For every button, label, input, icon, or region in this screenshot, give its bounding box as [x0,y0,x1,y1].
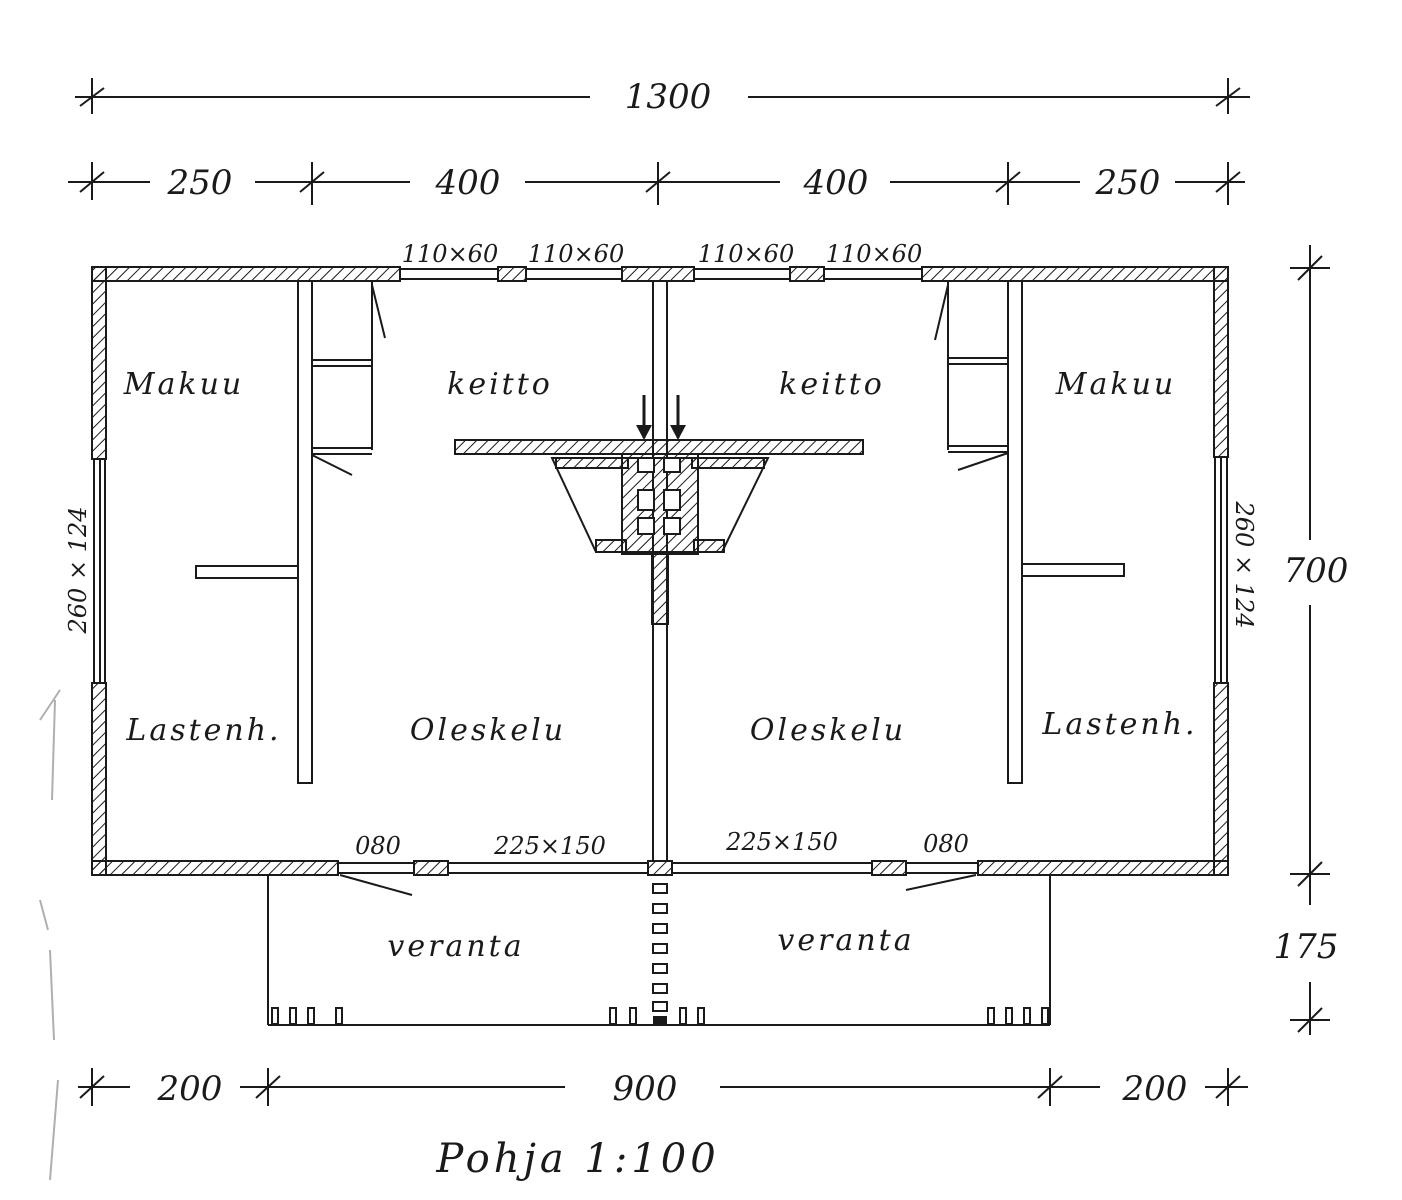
room-label-makuu-left: Makuu [123,367,244,402]
margin-marks [39,689,61,1181]
right-window [1214,457,1228,683]
window-label-bottom-1: 080 [355,832,401,860]
window-label-bottom-2: 225×150 [493,832,606,860]
window-label-right: 260 × 124 [1230,501,1258,629]
dimension-top-segment-2: 400 [435,163,501,203]
left-window [93,459,106,683]
room-label-veranta-right: veranta [777,923,914,958]
dimension-veranda-depth-label: 175 [1274,927,1339,967]
fireplace [454,395,864,625]
window-label-top-1: 110×60 [402,240,498,268]
room-label-oleskelu-right: Oleskelu [750,713,906,748]
room-label-oleskelu-left: Oleskelu [410,713,566,748]
outer-walls [91,266,1229,896]
dimension-bottom-segment-1: 200 [157,1069,223,1109]
room-label-lastenh-left: Lastenh. [125,713,281,748]
dimension-top-segment-3: 400 [803,163,869,203]
dimension-bottom-segment-2: 900 [613,1069,678,1109]
window-label-top-4: 110×60 [826,240,922,268]
window-label-bottom-4: 080 [923,830,969,858]
dimension-height: 700 [1284,245,1349,905]
room-label-keitto-right: keitto [779,367,885,402]
top-windows [400,268,922,280]
veranda-posts [271,1007,1049,1025]
room-label-lastenh-right: Lastenh. [1041,707,1197,742]
veranda-divider [652,883,668,1025]
dimension-bottom-segments: 200 900 200 [78,1068,1248,1109]
room-label-veranta-left: veranta [387,929,524,964]
window-label-bottom-3: 225×150 [725,828,838,856]
drawing-title: Pohja 1:100 [435,1136,719,1182]
dimension-top-segment-4: 250 [1095,163,1161,203]
window-label-left: 260 × 124 [64,507,92,635]
dimension-top-segments: 250 400 400 250 [68,162,1245,205]
dimension-top-segment-1: 250 [167,163,233,203]
room-label-keitto-left: keitto [447,367,553,402]
dimension-height-label: 700 [1284,551,1349,591]
room-label-makuu-right: Makuu [1055,367,1176,402]
window-label-top-3: 110×60 [698,240,794,268]
veranda [267,875,1051,1026]
dimension-bottom-segment-3: 200 [1122,1069,1188,1109]
window-labels: 110×60 110×60 110×60 110×60 260 × 124 26… [64,240,1258,860]
bottom-windows-doors [338,862,978,896]
dimension-total-width: 1300 [75,77,1250,117]
dimension-total-width-label: 1300 [625,77,712,117]
dimension-veranda-depth: 175 [1274,927,1339,1035]
room-labels: Makuu keitto keitto Makuu Lastenh. Olesk… [123,367,1197,964]
window-label-top-2: 110×60 [528,240,624,268]
